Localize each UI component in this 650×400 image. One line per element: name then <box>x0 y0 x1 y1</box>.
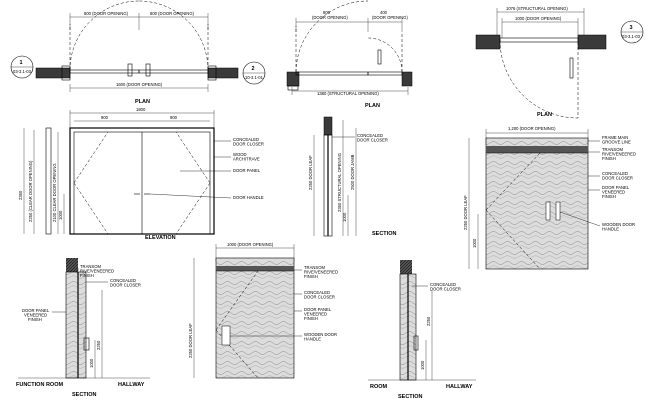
plan1-caption: PLAN <box>135 99 150 105</box>
section-1: 2250 DOOR LEAF 2350 STRUCTURAL OPENING 2… <box>308 116 396 237</box>
plan2-dim-bottom: 1380 (STRUCTURAL OPENING) <box>317 91 379 96</box>
elevation-1: 1800 900 900 2350 2250 (CLEAR DOOR OPENI… <box>18 107 264 241</box>
plan1-dim-bottom: 1600 (DOOR OPENING) <box>116 82 163 87</box>
sec3-room-right: HALLWAY <box>446 384 473 390</box>
sec2-dim-leaf: 2250 <box>96 340 101 350</box>
sec2-room-left: FUNCTION ROOM <box>16 382 63 388</box>
plan2-callout-number: 2 <box>252 66 255 72</box>
elev2-dim-height: 2250 DOOR LEAF <box>463 195 468 230</box>
plan3-dim-outer: 1076 (STRUCTURAL OPENING) <box>506 6 568 11</box>
plan1-dim-left: 800 (DOOR OPENING) <box>84 11 129 16</box>
plan2-dim-left: 800(DOOR OPENING) <box>312 10 348 20</box>
sec3-dim-low: 1000 <box>420 360 425 370</box>
sec3-dim-leaf: 2250 <box>426 316 431 326</box>
plan2-callout-ref: 10-3.1-01 <box>245 75 264 80</box>
plan2-dim-right: 400(DOOR OPENING) <box>372 10 408 20</box>
sec2-caption: SECTION <box>72 392 96 398</box>
elev1-dim-height-2: 2250 (CLEAR DOOR OPENING) <box>28 160 33 222</box>
plan3-dim-inner: 1000 (DOOR OPENING) <box>515 16 562 21</box>
sec3-caption: SECTION <box>398 394 422 400</box>
sec3-room-left: ROOM <box>370 384 388 390</box>
elev1-dim-handle: 1000 <box>58 210 63 220</box>
elev3-dim-top: 1000 (DOOR OPENING) <box>227 242 274 247</box>
elev1-note-handle: DOOR HANDLE <box>233 195 264 200</box>
plan3-caption: PLAN <box>537 112 552 118</box>
plan2-caption: PLAN <box>365 103 380 109</box>
sec1-dim-opening: 2350 STRUCTURAL OPENING <box>337 153 342 212</box>
elev1-dim-height-3: 2100 CLEAR DOOR OPENING <box>52 163 57 222</box>
elev1-dim-overall: 1800 <box>136 107 146 112</box>
plan1-callout-ref: 03-3.1-03 <box>13 69 32 74</box>
elev3-dim-height: 2250 DOOR LEAF <box>188 323 193 358</box>
plan3-callout-ref: 03-3.1-03 <box>622 34 641 39</box>
sec1-dim-leaf: 2250 DOOR LEAF <box>308 155 313 190</box>
sec2-room-right: HALLWAY <box>118 382 145 388</box>
elev1-caption: ELEVATION <box>145 235 176 241</box>
plan3-callout-number: 3 <box>630 25 633 31</box>
elevation-2: 1,200 (DOOR OPENING) 2250 DOOR LEAF 1000… <box>463 126 636 270</box>
elev2-dim-top: 1,200 (DOOR OPENING) <box>508 126 556 131</box>
elev1-dim-half-right: 900 <box>170 115 178 120</box>
sec1-caption: SECTION <box>372 231 396 237</box>
plan1-callout-number: 1 <box>20 60 23 66</box>
sec1-dim-jamb: 2500 DOOR JAMB <box>350 154 355 190</box>
elevation-3: 1000 (DOOR OPENING) 2250 DOOR LEAF TRANS… <box>188 242 338 379</box>
plan1-dim-right: 800 (DOOR OPENING) <box>150 11 195 16</box>
plan-3: 1076 (STRUCTURAL OPENING) 1000 (DOOR OPE… <box>475 6 644 119</box>
elev2-dim-low: 1000 <box>472 238 477 248</box>
sec1-dim-low: 1000 <box>342 212 347 222</box>
plan-2: 800(DOOR OPENING) 400(DOOR OPENING) 1380… <box>242 0 413 109</box>
elev1-note-panel: DOOR PANEL <box>233 168 261 173</box>
sec2-dim-low: 1000 <box>89 358 94 368</box>
elev1-dim-half-left: 900 <box>101 115 109 120</box>
elev1-dim-height-1: 2350 <box>18 190 23 200</box>
plan-1: 800 (DOOR OPENING) 800 (DOOR OPENING) 16… <box>10 0 239 105</box>
